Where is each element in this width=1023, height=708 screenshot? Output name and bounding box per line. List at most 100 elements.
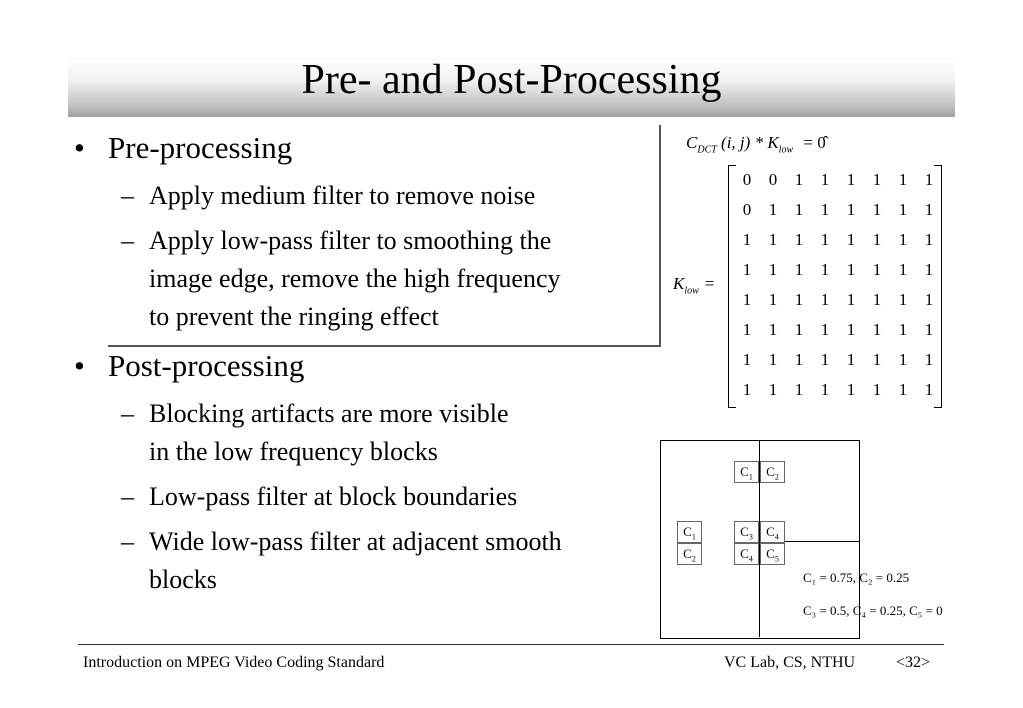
sub-bullet-line: image edge, remove the high frequency <box>149 264 561 293</box>
matrix-cell: 1 <box>872 260 882 279</box>
bullet-pre-processing: • Pre-processing <box>74 130 292 166</box>
matrix-cell: 1 <box>924 320 934 339</box>
matrix-cell: 1 <box>872 290 882 309</box>
matrix-cell: 1 <box>898 230 908 249</box>
slide-title: Pre- and Post-Processing <box>301 57 722 103</box>
matrix-cell: 1 <box>872 380 882 399</box>
matrix-cell: 1 <box>898 260 908 279</box>
bullet-label: Post-processing <box>108 348 305 383</box>
coef-cell: C2 <box>760 461 785 483</box>
matrix-cell: 1 <box>794 320 804 339</box>
bullet-post-processing: • Post-processing <box>74 348 305 384</box>
matrix-cell: 1 <box>924 230 934 249</box>
matrix-cell: 1 <box>768 230 778 249</box>
sub-bullet: – Wide low-pass filter at adjacent smoot… <box>121 523 562 599</box>
matrix-cell: 1 <box>924 290 934 309</box>
matrix-cell: 1 <box>872 350 882 369</box>
matrix-cell: 1 <box>742 380 752 399</box>
matrix-label: Klow= <box>673 274 715 297</box>
matrix-cell: 1 <box>924 170 934 189</box>
matrix-cell: 1 <box>768 380 778 399</box>
page-number: <32> <box>896 654 931 671</box>
matrix-cell: 1 <box>924 350 934 369</box>
text-frame-border <box>108 125 661 347</box>
coef-cell: C4 <box>760 521 785 543</box>
matrix-cell: 0 <box>742 200 752 219</box>
matrix-cell: 1 <box>794 170 804 189</box>
matrix-cell: 1 <box>924 380 934 399</box>
matrix-cell: 1 <box>846 200 856 219</box>
coef-cell: C4 <box>734 543 759 565</box>
sub-bullet-line: to prevent the ringing effect <box>149 302 439 331</box>
matrix-cell: 1 <box>820 290 830 309</box>
sub-bullet: – Blocking artifacts are more visible in… <box>121 395 509 471</box>
matrix-cell: 1 <box>924 260 934 279</box>
matrix-cell: 1 <box>872 170 882 189</box>
coef-note-1: C₁ = 0.75, C₂ = 0.25 <box>803 570 910 585</box>
matrix-cell: 1 <box>898 200 908 219</box>
matrix-cell: 1 <box>794 260 804 279</box>
matrix-cell: 1 <box>742 350 752 369</box>
matrix-cell: 1 <box>846 260 856 279</box>
matrix-cell: 1 <box>820 200 830 219</box>
matrix-cell: 1 <box>768 320 778 339</box>
sub-bullet: – Apply low-pass filter to smoothing the… <box>121 222 561 336</box>
matrix-cell: 1 <box>768 260 778 279</box>
matrix-cell: 1 <box>794 350 804 369</box>
matrix-cell: 1 <box>872 320 882 339</box>
coef-cell: C1 <box>734 461 759 483</box>
matrix-cell: 1 <box>794 230 804 249</box>
matrix-cell: 1 <box>794 290 804 309</box>
matrix-cell: 1 <box>846 290 856 309</box>
matrix-cell: 1 <box>872 200 882 219</box>
matrix-cell: 1 <box>742 260 752 279</box>
sub-bullet: – Apply medium filter to remove noise <box>121 177 535 215</box>
matrix-cell: 1 <box>846 350 856 369</box>
coef-cell: C5 <box>760 543 785 565</box>
sub-bullet: – Low-pass filter at block boundaries <box>121 478 518 516</box>
matrix-cell: 1 <box>742 230 752 249</box>
footer-left: Introduction on MPEG Video Coding Standa… <box>83 654 385 671</box>
matrix-cell: 1 <box>820 380 830 399</box>
matrix-cell: 1 <box>846 230 856 249</box>
matrix-cell: 1 <box>820 350 830 369</box>
matrix-cell: 1 <box>794 380 804 399</box>
matrix-cell: 1 <box>924 200 934 219</box>
matrix-cell: 1 <box>820 170 830 189</box>
matrix-cell: 0 <box>768 170 778 189</box>
bullet-dot: • <box>74 348 85 383</box>
matrix-cell: 1 <box>846 320 856 339</box>
coef-cell: C2 <box>677 543 702 565</box>
block-divider <box>759 540 760 637</box>
matrix-cell: 1 <box>872 230 882 249</box>
matrix-bracket-right <box>934 165 942 408</box>
matrix-bracket-left <box>728 165 736 408</box>
coef-cell: C1 <box>677 521 702 543</box>
bullet-dot: • <box>74 130 85 165</box>
matrix-cell: 1 <box>898 320 908 339</box>
sub-bullet-line: Blocking artifacts are more visible <box>149 399 509 428</box>
matrix-cell: 1 <box>898 350 908 369</box>
coef-note-2: C₃ = 0.5, C₄ = 0.25, C₅ = 0 <box>803 603 943 618</box>
matrix-cell: 1 <box>898 170 908 189</box>
sub-bullet-line: Low-pass filter at block boundaries <box>149 482 518 511</box>
sub-bullet-line: Wide low-pass filter at adjacent smooth <box>149 527 562 556</box>
coef-cell: C3 <box>734 521 759 543</box>
matrix-cell: 1 <box>742 290 752 309</box>
matrix-cell: 1 <box>820 230 830 249</box>
matrix-cell: 1 <box>768 350 778 369</box>
sub-bullet-line: blocks <box>149 565 217 594</box>
matrix-cell: 0 <box>742 170 752 189</box>
matrix-cell: 1 <box>846 170 856 189</box>
matrix-cell: 1 <box>898 290 908 309</box>
matrix-cell: 1 <box>794 200 804 219</box>
